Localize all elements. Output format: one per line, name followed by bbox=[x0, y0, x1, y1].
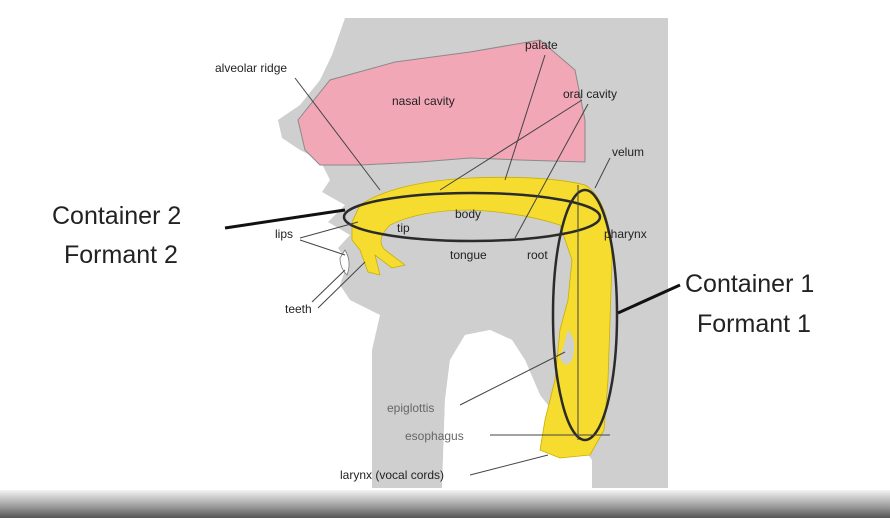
container-2-title: Container 2 bbox=[52, 202, 181, 230]
label-velum: velum bbox=[612, 145, 644, 159]
label-tip: tip bbox=[397, 221, 410, 235]
container-2-formant: Formant 2 bbox=[64, 241, 178, 269]
container-1-title: Container 1 bbox=[685, 270, 814, 298]
label-body: body bbox=[455, 207, 481, 221]
label-alveolar-ridge: alveolar ridge bbox=[215, 61, 287, 75]
container-2-pointer bbox=[225, 210, 345, 228]
label-lips: lips bbox=[275, 227, 293, 241]
label-pharynx: pharynx bbox=[604, 227, 647, 241]
label-larynx: larynx (vocal cords) bbox=[340, 468, 444, 482]
label-palate: palate bbox=[525, 38, 558, 52]
label-nasal-cavity: nasal cavity bbox=[392, 94, 455, 108]
label-tongue: tongue bbox=[450, 248, 487, 262]
label-teeth: teeth bbox=[285, 302, 312, 316]
container-1-formant: Formant 1 bbox=[697, 310, 811, 338]
label-epiglottis: epiglottis bbox=[387, 401, 434, 415]
label-oral-cavity: oral cavity bbox=[563, 87, 617, 101]
label-root: root bbox=[527, 248, 548, 262]
label-esophagus: esophagus bbox=[405, 429, 464, 443]
